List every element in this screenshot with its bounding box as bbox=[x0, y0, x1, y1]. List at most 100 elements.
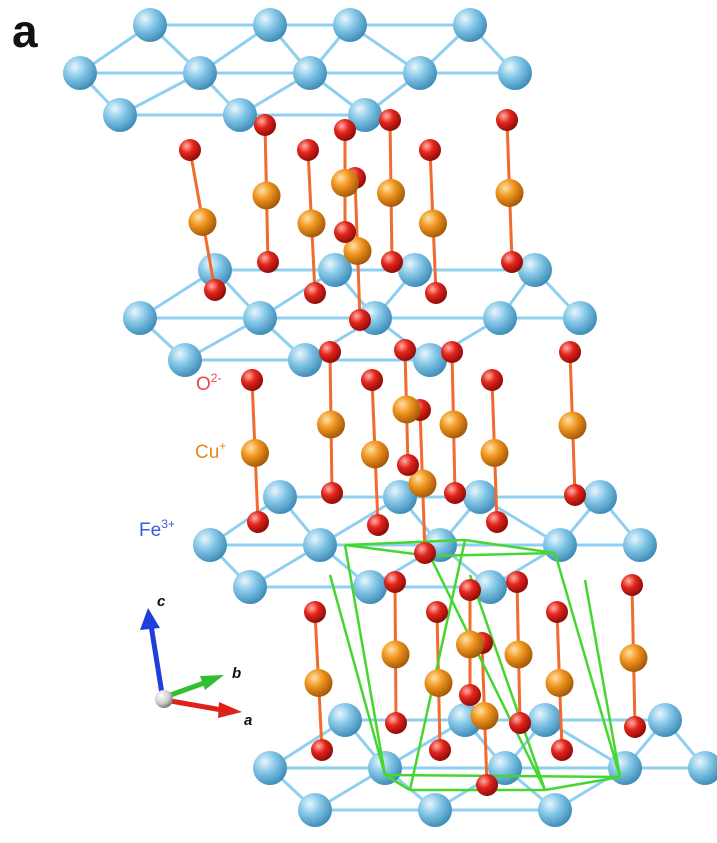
oxygen-atom bbox=[311, 739, 333, 761]
unit-cell-edge bbox=[328, 574, 387, 776]
axis-c-arrowhead bbox=[140, 608, 160, 630]
oxygen-atom bbox=[379, 109, 401, 131]
fe-atom bbox=[63, 56, 97, 90]
axis-b-label: b bbox=[232, 665, 242, 682]
fe-atom bbox=[383, 480, 417, 514]
oxygen-atom bbox=[384, 571, 406, 593]
oxygen-atom bbox=[414, 542, 436, 564]
oxygen-atom bbox=[304, 282, 326, 304]
oxygen-atom bbox=[476, 774, 498, 796]
fe-atom bbox=[398, 253, 432, 287]
fe-atom bbox=[498, 56, 532, 90]
axis-a-arrowhead bbox=[218, 702, 242, 718]
oxygen-atom bbox=[319, 341, 341, 363]
copper-label: Cu+ bbox=[195, 440, 226, 462]
copper-charge: + bbox=[219, 439, 227, 453]
fe-atom bbox=[623, 528, 657, 562]
oxygen-atom bbox=[481, 369, 503, 391]
fe-atom bbox=[183, 56, 217, 90]
copper-atom bbox=[377, 179, 405, 207]
fe-atom bbox=[648, 703, 682, 737]
copper-symbol: Cu bbox=[195, 442, 220, 463]
copper-atom bbox=[456, 630, 484, 659]
oxygen-atom bbox=[304, 601, 326, 623]
fe-atom bbox=[518, 253, 552, 287]
axis-triad bbox=[140, 608, 242, 718]
fe-atom bbox=[473, 570, 507, 604]
copper-atom bbox=[252, 181, 281, 210]
oxygen-atom bbox=[564, 484, 586, 506]
fe-atom bbox=[463, 480, 497, 514]
oxygen-atom bbox=[459, 579, 481, 601]
fe-atom bbox=[123, 301, 157, 335]
copper-atom bbox=[188, 208, 217, 236]
oxygen-atom bbox=[624, 716, 646, 738]
unit-cell-edge bbox=[344, 538, 466, 547]
oxygen-atom bbox=[486, 511, 508, 533]
copper-atom bbox=[424, 669, 453, 697]
fe-atom bbox=[413, 343, 447, 377]
fe-atom bbox=[223, 98, 257, 132]
copper-atom bbox=[304, 669, 333, 697]
fe-atom bbox=[303, 528, 337, 562]
axis-origin bbox=[155, 690, 173, 708]
oxygen-atom bbox=[349, 309, 371, 331]
copper-atom bbox=[470, 702, 499, 730]
axis-a-arrow bbox=[164, 697, 223, 713]
iron-charge: 3+ bbox=[161, 517, 175, 531]
copper-atom bbox=[495, 179, 524, 207]
oxygen-atom bbox=[419, 139, 441, 161]
axis-c-arrow bbox=[148, 624, 166, 701]
fe-atom bbox=[333, 8, 367, 42]
axis-b-arrowhead bbox=[200, 675, 224, 690]
copper-atom bbox=[558, 411, 587, 440]
panel-label: a bbox=[12, 5, 38, 57]
oxygen-atom bbox=[459, 684, 481, 706]
oxygen-charge: 2- bbox=[210, 371, 222, 385]
fe-atom bbox=[288, 343, 322, 377]
oxygen-atom bbox=[385, 712, 407, 734]
oxygen-symbol: O bbox=[196, 374, 211, 395]
copper-atom bbox=[545, 669, 574, 697]
unit-cell-edge bbox=[408, 539, 467, 791]
fe-atom bbox=[293, 56, 327, 90]
oxygen-atom bbox=[367, 514, 389, 536]
iron-symbol: Fe bbox=[139, 520, 162, 541]
axis-a-label: a bbox=[244, 712, 253, 729]
fe-atom bbox=[418, 793, 452, 827]
fe-atom bbox=[233, 570, 267, 604]
oxygen-atom bbox=[257, 251, 279, 273]
copper-atom bbox=[297, 209, 326, 238]
oxygen-atom bbox=[381, 251, 403, 273]
oxygen-atom bbox=[441, 341, 463, 363]
fe-atom bbox=[353, 570, 387, 604]
oxygen-atom bbox=[254, 114, 276, 136]
fe-atom bbox=[168, 343, 202, 377]
front-atoms bbox=[179, 109, 648, 796]
oxygen-atom bbox=[394, 339, 416, 361]
oxygen-atom bbox=[321, 482, 343, 504]
fe-atom bbox=[243, 301, 277, 335]
oxygen-atom bbox=[496, 109, 518, 131]
copper-atom bbox=[619, 644, 648, 672]
oxygen-atom bbox=[551, 739, 573, 761]
fe-atom bbox=[528, 703, 562, 737]
oxygen-atom bbox=[204, 279, 226, 301]
fe-atom bbox=[133, 8, 167, 42]
oxygen-atom bbox=[397, 454, 419, 476]
fe-atom bbox=[103, 98, 137, 132]
unit-cell-edge bbox=[429, 551, 556, 558]
copper-atom bbox=[381, 640, 410, 669]
oxygen-label: O2- bbox=[196, 372, 221, 394]
fe-atom bbox=[193, 528, 227, 562]
fe-atom bbox=[253, 8, 287, 42]
axis-c-label: c bbox=[157, 593, 166, 610]
oxygen-atom bbox=[334, 119, 356, 141]
oxygen-atom bbox=[247, 511, 269, 533]
oxygen-atom bbox=[241, 369, 263, 391]
fe-atom bbox=[403, 56, 437, 90]
unit-cell-edge bbox=[553, 552, 622, 778]
copper-atom bbox=[343, 237, 372, 265]
oxygen-atom bbox=[429, 739, 451, 761]
unit-cell-edge bbox=[384, 773, 621, 779]
